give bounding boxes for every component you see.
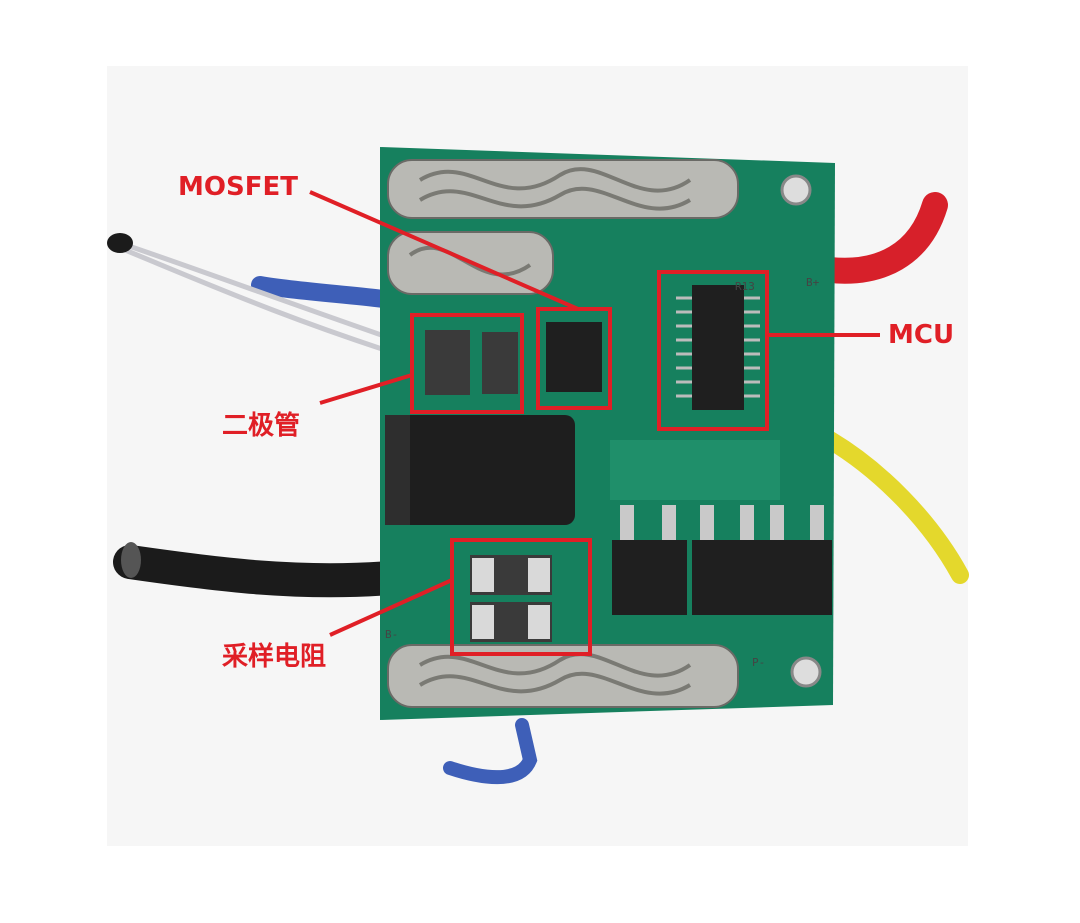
silk-r13: R13	[735, 280, 755, 293]
shunt-highlight	[450, 538, 592, 656]
silk-p-minus: P-	[752, 656, 766, 669]
diode-highlight	[410, 313, 524, 414]
red-wire	[817, 192, 948, 284]
mosfet-label: MOSFET	[178, 172, 298, 202]
dc-jack	[385, 415, 575, 525]
power-mosfets	[612, 540, 832, 615]
black-wire	[113, 545, 407, 598]
diode-2	[482, 332, 518, 394]
mcu-label: MCU	[888, 320, 955, 350]
blue-wire-top	[251, 276, 399, 309]
silk-b-plus: B+	[806, 276, 820, 289]
yellow-wire	[821, 431, 969, 584]
mosfet-chip	[546, 322, 602, 392]
black-wire-end	[121, 542, 141, 578]
silk-b-minus: B-	[385, 628, 399, 641]
diode-label: 二极管	[222, 411, 301, 441]
blue-wire-bottom	[443, 718, 538, 785]
mcu-chip	[692, 285, 744, 410]
diode-1	[425, 330, 470, 395]
thermistor-lead	[119, 240, 411, 361]
leader-lines	[309, 190, 880, 637]
thermistor	[107, 233, 133, 253]
mcu-highlight	[657, 270, 769, 431]
shunt-resistor-label: 采样电阻	[222, 642, 327, 672]
